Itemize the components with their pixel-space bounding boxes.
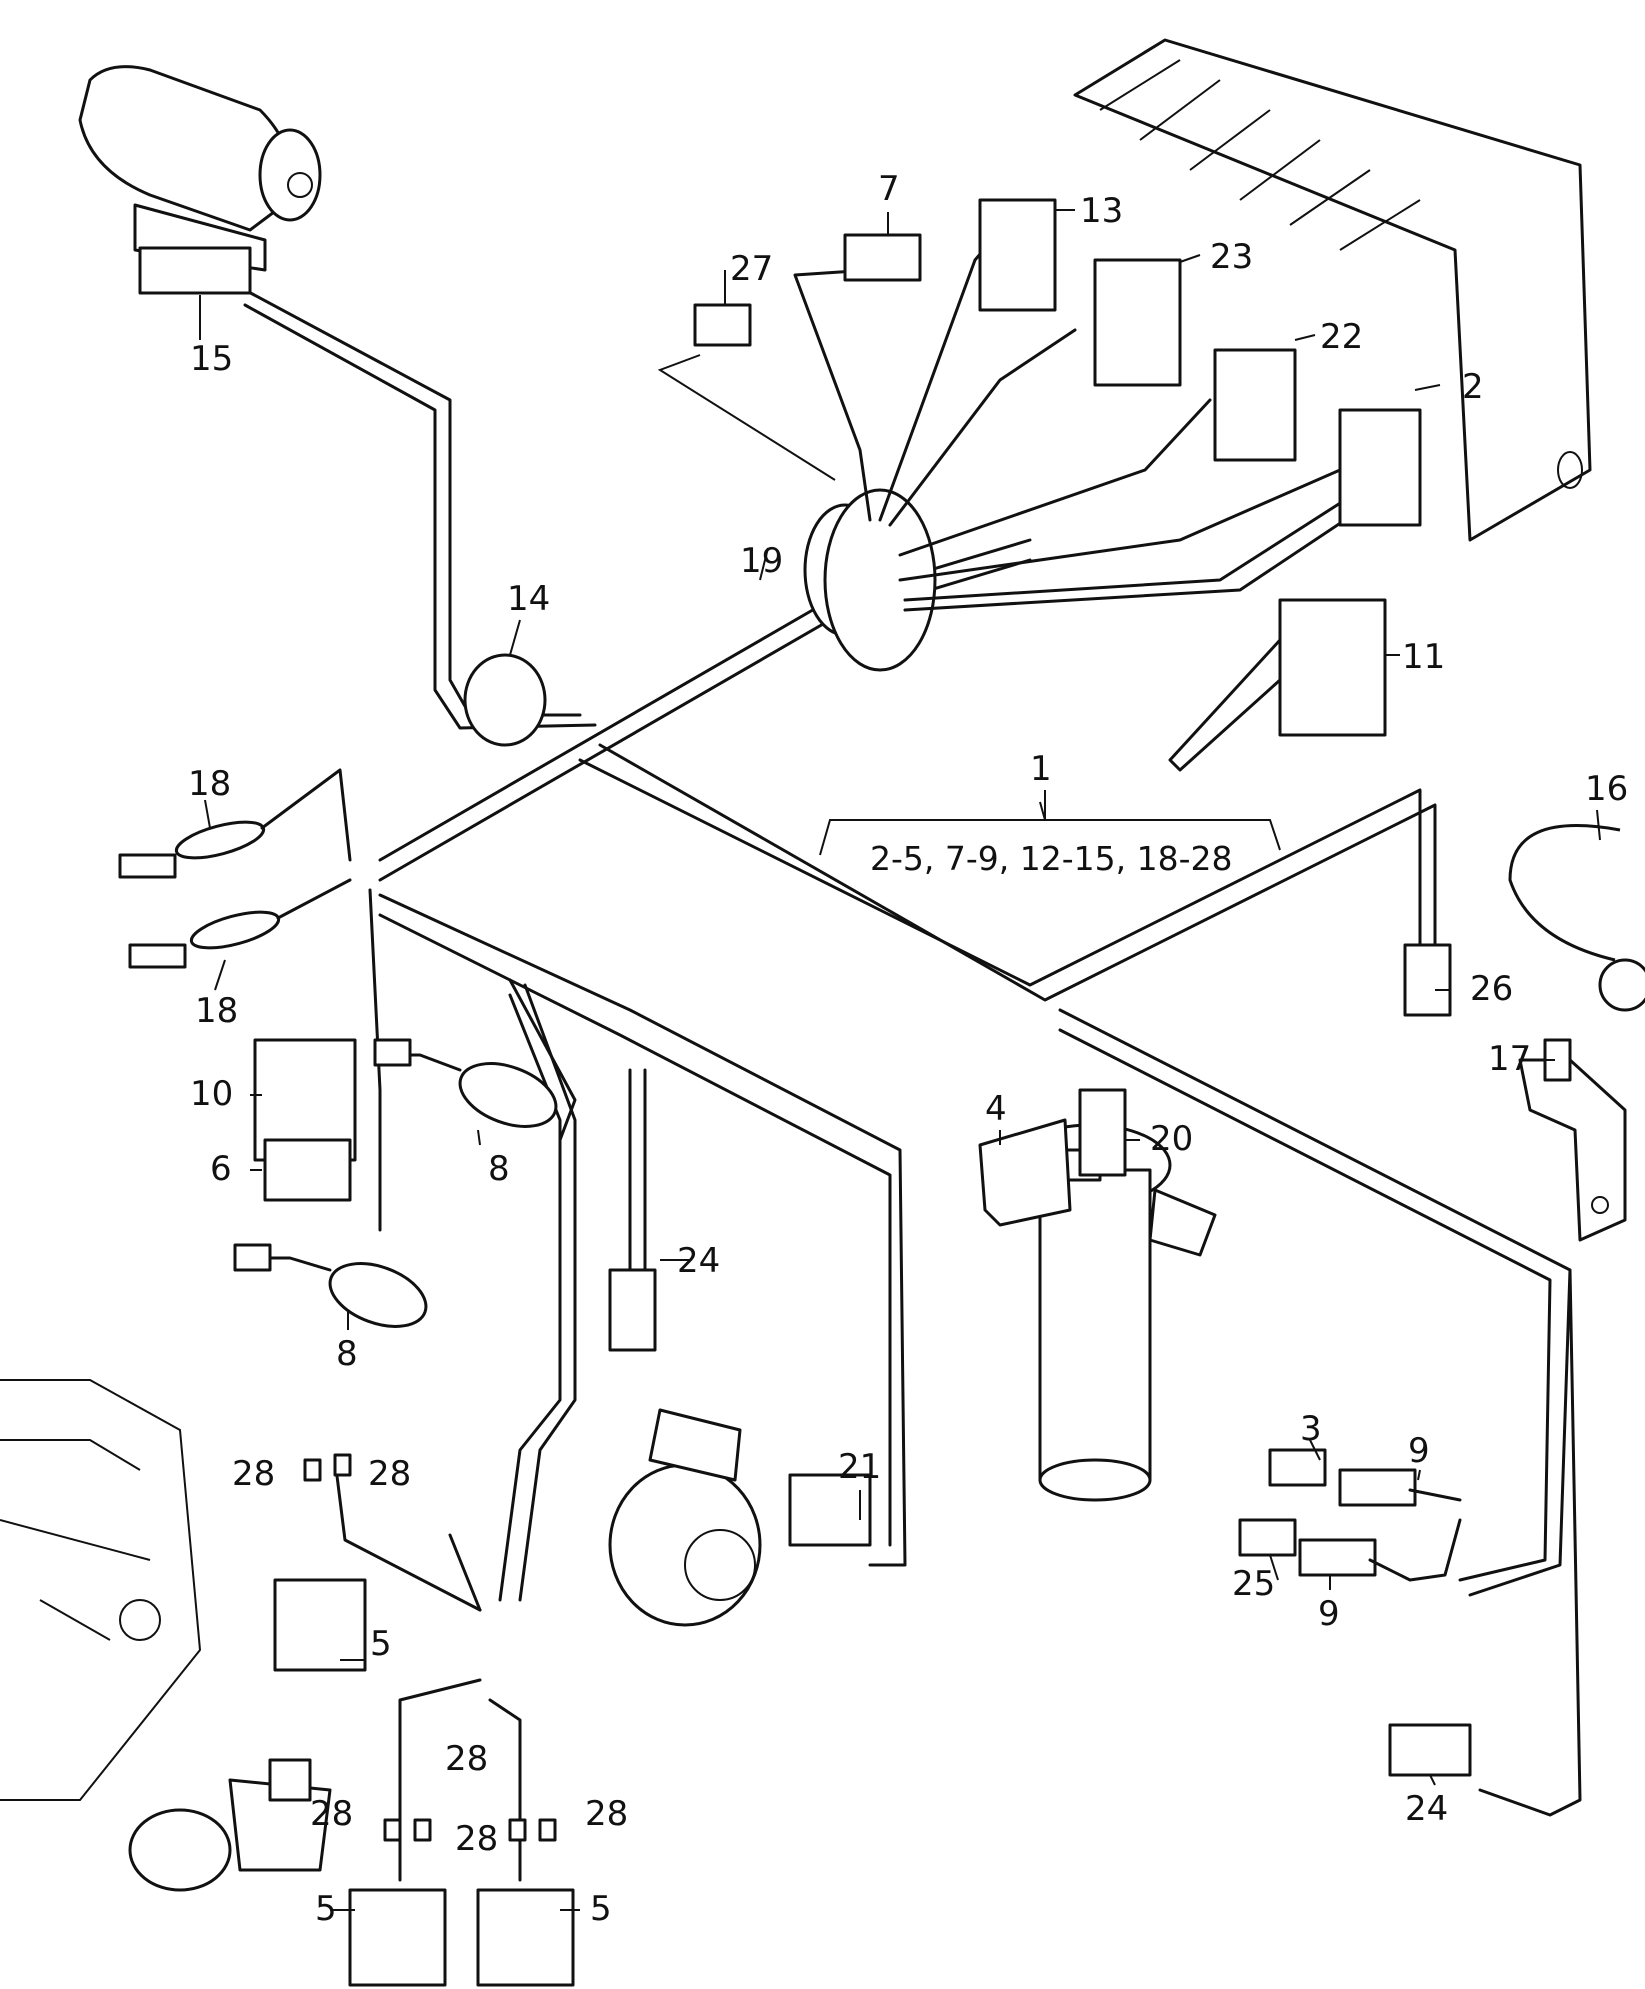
label-9a: 9 (1408, 1431, 1430, 1471)
label-21: 21 (838, 1447, 881, 1487)
label-8b: 8 (336, 1334, 358, 1374)
label-28a: 28 (232, 1454, 275, 1494)
bracket-17 (1518, 1038, 1627, 1242)
part-labels: 1 2-5, 7-9, 12-15, 18-28 2 3 4 5 5 5 6 7… (188, 169, 1628, 1929)
label-24b: 24 (1405, 1789, 1448, 1829)
leader-lines (199, 209, 1601, 1911)
label-10: 10 (190, 1074, 233, 1114)
label-18b: 18 (195, 991, 238, 1031)
label-5b: 5 (315, 1889, 337, 1929)
label-23: 23 (1210, 237, 1253, 277)
label-1-range: 2-5, 7-9, 12-15, 18-28 (870, 839, 1233, 878)
label-20: 20 (1150, 1119, 1193, 1159)
starter-motor (608, 1408, 762, 1627)
label-24a: 24 (677, 1241, 720, 1281)
label-19: 19 (740, 541, 783, 581)
label-28c: 28 (310, 1794, 353, 1834)
label-25: 25 (1232, 1564, 1275, 1604)
label-28e: 28 (455, 1819, 498, 1859)
bracket-1 (819, 790, 1281, 856)
label-1: 1 (1030, 749, 1052, 789)
label-15: 15 (190, 339, 233, 379)
motor-top-left (78, 65, 322, 272)
label-14: 14 (507, 579, 550, 619)
label-26: 26 (1470, 969, 1513, 1009)
label-28f: 28 (585, 1794, 628, 1834)
label-16: 16 (1585, 769, 1628, 809)
engine-block (0, 1379, 332, 1892)
label-5c: 5 (590, 1889, 612, 1929)
label-5a: 5 (370, 1624, 392, 1664)
harness-wires (243, 223, 1582, 1882)
cable-tie-16 (1508, 824, 1645, 1012)
label-28d: 28 (445, 1739, 488, 1779)
label-7: 7 (878, 169, 900, 209)
label-17: 17 (1488, 1039, 1531, 1079)
label-3: 3 (1300, 1409, 1322, 1449)
label-28b: 28 (368, 1454, 411, 1494)
label-6: 6 (210, 1149, 232, 1189)
label-2: 2 (1462, 367, 1484, 407)
label-8a: 8 (488, 1149, 510, 1189)
label-13: 13 (1080, 191, 1123, 231)
label-9b: 9 (1318, 1594, 1340, 1634)
label-18a: 18 (188, 764, 231, 804)
relay-panel (1073, 38, 1592, 542)
label-11: 11 (1402, 637, 1445, 677)
label-22: 22 (1320, 317, 1363, 357)
label-27: 27 (730, 249, 773, 289)
label-4: 4 (985, 1089, 1007, 1129)
connectors (118, 198, 1472, 1987)
